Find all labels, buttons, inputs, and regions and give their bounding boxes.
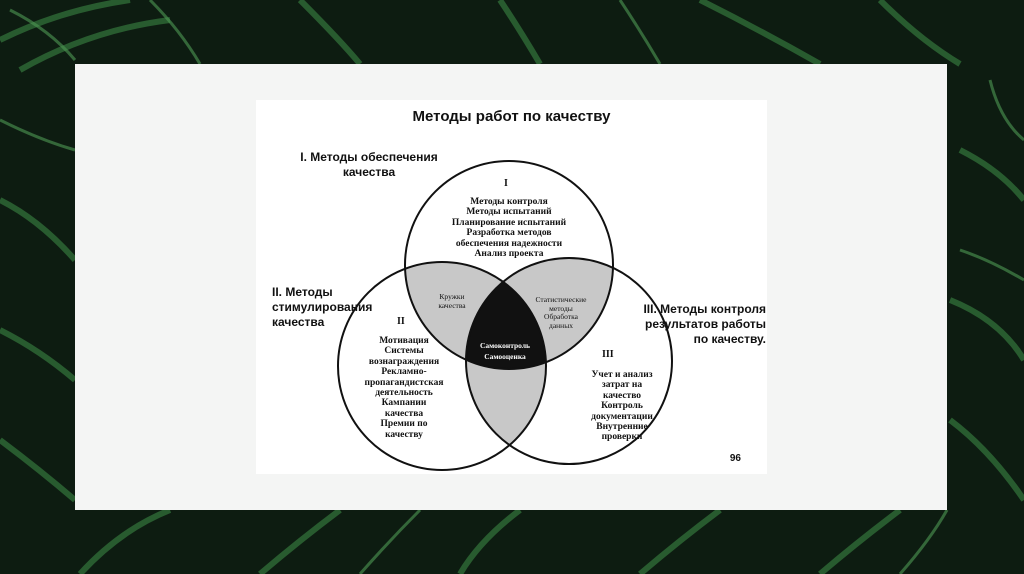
group-label-I: I. Методы обеспечения качества	[289, 150, 449, 180]
circle-II	[337, 261, 547, 471]
intersection-I-II-text: Кружки качества	[438, 292, 466, 310]
set-III-items: Учет и анализ затрат на качество Контрол…	[591, 370, 653, 443]
venn-diagram	[337, 160, 673, 471]
group-label-II: II. Методы стимулирования качества	[272, 285, 372, 330]
numeral-III: III	[602, 349, 614, 360]
venn-figure: Методы работ по качеству I. Методы обесп…	[256, 100, 767, 474]
set-II-items: Мотивация Системы вознаграждения Рекламн…	[364, 336, 444, 440]
center-text: Самоконтроль Самооценка	[480, 341, 530, 361]
intersection-center	[466, 262, 546, 369]
group-label-II-line3: качества	[272, 315, 325, 329]
group-label-I-line1: I. Методы обеспечения	[300, 150, 438, 164]
group-label-II-line1: II. Методы	[272, 285, 333, 299]
group-label-III-line3: по качеству.	[693, 332, 766, 346]
diagram-title: Методы работ по качеству	[412, 108, 611, 125]
intersection-I-III-text: Статистические методы Обработка данных	[535, 295, 587, 330]
group-label-III: III. Методы контроля результатов работы …	[626, 302, 766, 347]
page-number: 96	[729, 453, 741, 464]
numeral-I: I	[504, 178, 508, 189]
set-I-items: Методы контроля Методы испытаний Планиро…	[451, 197, 567, 260]
group-label-III-line1: III. Методы контроля	[643, 302, 766, 316]
numeral-II: II	[397, 316, 405, 327]
circle-III	[465, 257, 673, 465]
group-label-I-line2: качества	[342, 165, 396, 179]
group-label-III-line2: результатов работы	[644, 317, 766, 331]
group-label-II-line2: стимулирования	[272, 300, 373, 314]
circle-I	[404, 160, 614, 370]
